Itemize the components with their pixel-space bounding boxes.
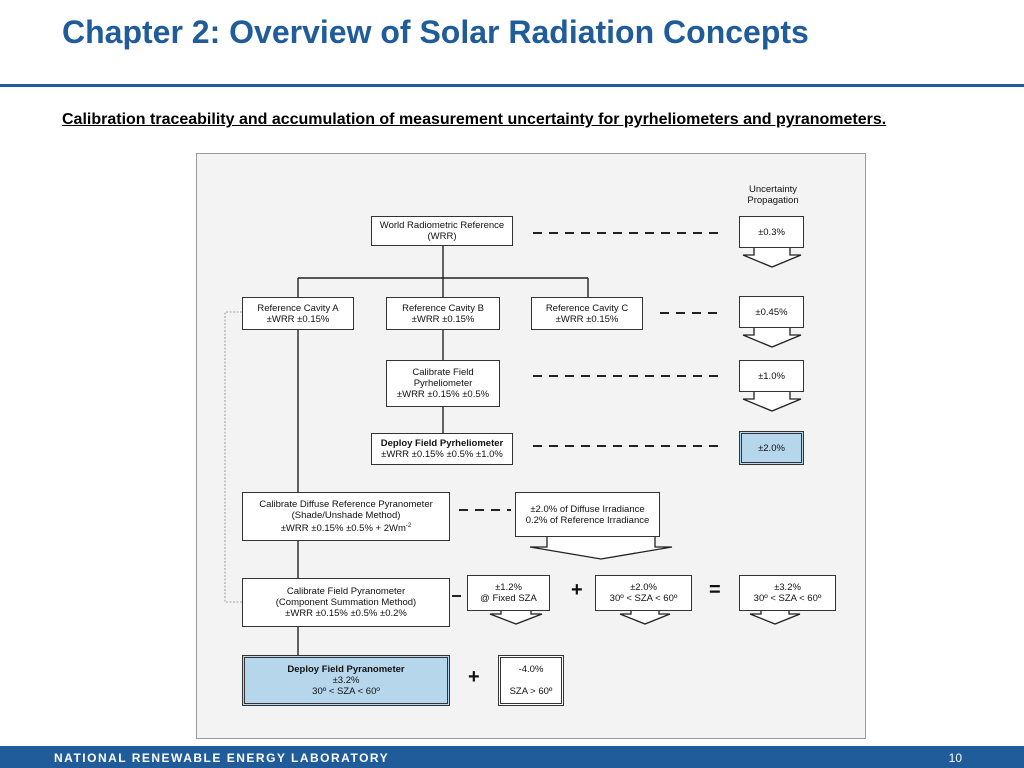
box-line: Pyrheliometer <box>413 378 473 389</box>
title-divider <box>0 84 1024 87</box>
reference-cavity-c-box: Reference Cavity C ±WRR ±0.15% <box>531 297 643 330</box>
box-line: Calibrate Field <box>412 367 474 378</box>
header-line: Uncertainty <box>748 184 798 195</box>
box-line: Reference Cavity B <box>402 302 484 314</box>
slide-subtitle: Calibration traceability and accumulatio… <box>62 111 887 128</box>
box-line: (Shade/Unshade Method) <box>291 509 401 521</box>
uncertainty-header: Uncertainty Propagation <box>735 184 811 206</box>
box-line: ±WRR ±0.15% <box>266 313 330 325</box>
box-line: ±2.0% of Diffuse Irradiance <box>530 503 645 515</box>
box-line: World Radiometric Reference <box>379 220 505 231</box>
footer-organization: NATIONAL RENEWABLE ENERGY LABORATORY <box>54 751 390 765</box>
uncertainty-0-45-box: ±0.45% <box>739 296 804 328</box>
box-line: ±WRR ±0.15% ±0.5% + 2Wm-2 <box>281 521 412 534</box>
wrr-box: World Radiometric Reference (WRR) <box>371 216 513 246</box>
reference-cavity-a-box: Reference Cavity A ±WRR ±0.15% <box>242 297 354 330</box>
box-line: ±1.0% <box>758 370 785 382</box>
plus-operator: + <box>571 579 583 601</box>
box-line: Deploy Field Pyranometer <box>287 664 405 675</box>
box-line: ±2.0% <box>758 442 785 454</box>
box-line: ±0.3% <box>758 226 785 238</box>
sza-range-3-2-box: ±3.2% 30º < SZA < 60º <box>739 575 836 611</box>
plus-operator: + <box>468 666 480 688</box>
box-line: @ Fixed SZA <box>480 593 537 604</box>
calibrate-field-pyrheliometer-box: Calibrate Field Pyrheliometer ±WRR ±0.15… <box>386 360 500 407</box>
sza-range-2-0-box: ±2.0% 30º < SZA < 60º <box>595 575 692 611</box>
page-title: Chapter 2: Overview of Solar Radiation C… <box>62 14 809 50</box>
box-line: 30º < SZA < 60º <box>312 686 380 697</box>
box-line: ±3.2% <box>774 582 801 593</box>
box-line: ±0.45% <box>755 306 788 318</box>
box-line: Calibrate Field Pyranometer <box>286 586 406 597</box>
superscript: -2 <box>405 522 412 529</box>
box-line: ±1.2% <box>495 582 522 593</box>
box-line: 30º < SZA < 60º <box>609 593 678 604</box>
box-line: Calibrate Diffuse Reference Pyranometer <box>259 498 433 510</box>
box-line: (Component Summation Method) <box>275 597 417 608</box>
calibrate-diffuse-reference-pyranometer-box: Calibrate Diffuse Reference Pyranometer … <box>242 492 450 541</box>
box-line: ±2.0% <box>630 582 657 593</box>
box-line: -4.0% <box>518 663 544 675</box>
deploy-field-pyranometer-box: Deploy Field Pyranometer ±3.2% 30º < SZA… <box>242 655 450 706</box>
box-line: (WRR) <box>427 231 457 242</box>
uncertainty-1-0-box: ±1.0% <box>739 360 804 392</box>
box-line: ±3.2% <box>332 675 360 686</box>
box-line: Reference Cavity A <box>257 302 339 314</box>
calibrate-field-pyranometer-box: Calibrate Field Pyranometer (Component S… <box>242 578 450 627</box>
box-line: ±WRR ±0.15% ±0.5% ±1.0% <box>381 449 503 460</box>
box-line: ±WRR ±0.15% ±0.5% <box>396 389 490 400</box>
diagram-connectors <box>224 232 802 655</box>
box-line: Reference Cavity C <box>545 302 629 314</box>
box-line: SZA > 60º <box>509 686 553 698</box>
uncertainty-2-0-box: ±2.0% <box>739 431 804 465</box>
fixed-sza-uncertainty-box: ±1.2% @ Fixed SZA <box>467 575 550 611</box>
equals-operator: = <box>709 579 721 601</box>
footer-bar: NATIONAL RENEWABLE ENERGY LABORATORY 10 <box>0 746 1024 768</box>
deploy-field-pyrheliometer-box: Deploy Field Pyrheliometer ±WRR ±0.15% ±… <box>371 433 513 465</box>
box-line: ±WRR ±0.15% ±0.5% ±0.2% <box>285 608 407 619</box>
box-line: Deploy Field Pyrheliometer <box>380 438 504 449</box>
box-line: 0.2% of Reference Irradiance <box>525 514 650 526</box>
box-line: ±WRR ±0.15% <box>555 313 619 325</box>
header-line: Propagation <box>747 195 799 206</box>
reference-cavity-b-box: Reference Cavity B ±WRR ±0.15% <box>386 297 500 330</box>
uncertainty-0-3-box: ±0.3% <box>739 216 804 248</box>
diffuse-uncertainty-box: ±2.0% of Diffuse Irradiance 0.2% of Refe… <box>515 492 660 537</box>
box-line: 30º < SZA < 60º <box>753 593 822 604</box>
traceability-diagram: Uncertainty Propagation World Radiometri… <box>196 153 866 739</box>
page-number: 10 <box>948 751 962 765</box>
box-line-text: ±WRR ±0.15% ±0.5% + 2Wm <box>280 523 406 535</box>
sza-gt-60-box: -4.0% SZA > 60º <box>498 655 564 706</box>
box-line: ±WRR ±0.15% <box>411 313 475 325</box>
